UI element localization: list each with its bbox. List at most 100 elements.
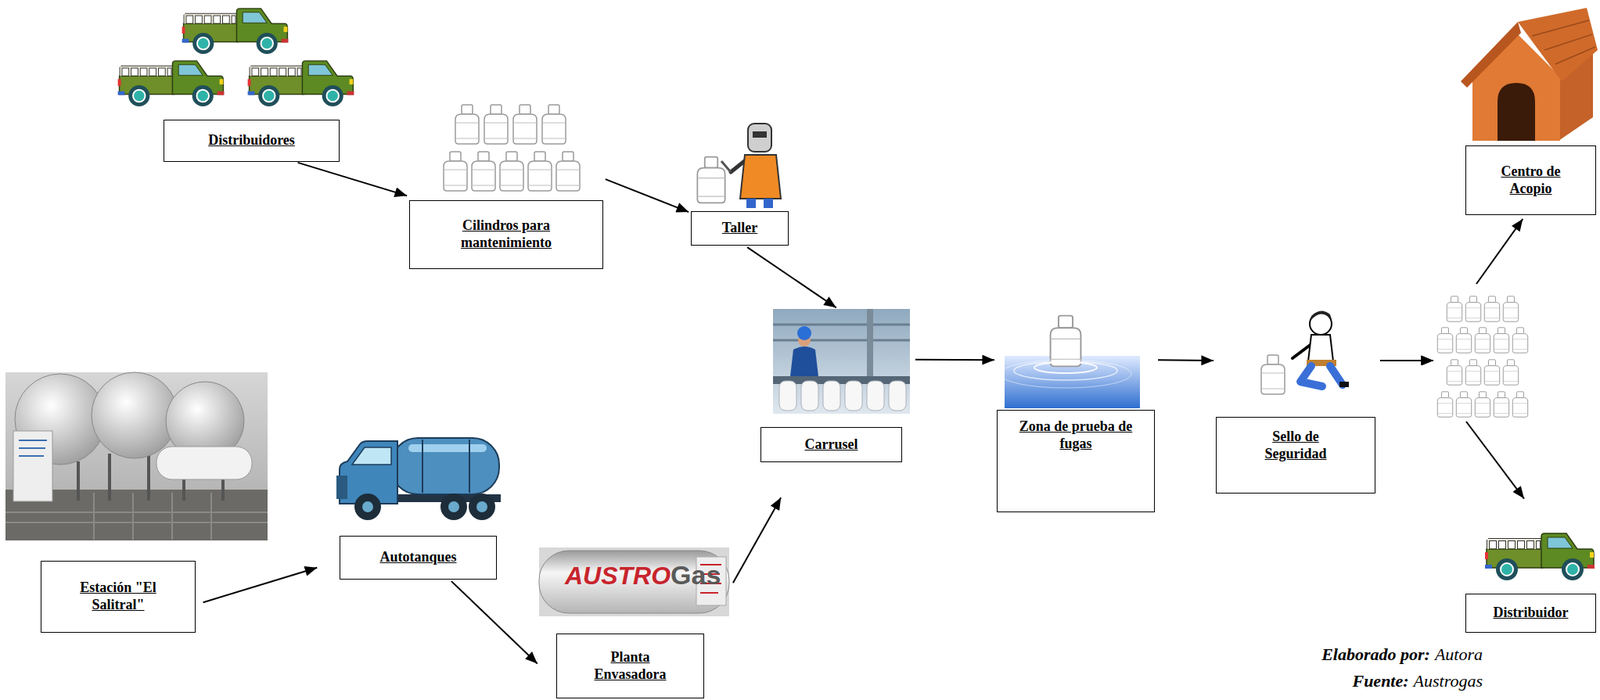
tanker-truck: [476, 501, 488, 513]
node-label: Zona de prueba de fugas: [1013, 418, 1139, 453]
node-label: Estación "El Salitral": [59, 579, 177, 614]
doghouse: [1497, 82, 1536, 141]
flow-arrow: [747, 247, 837, 308]
carousel-photo: [773, 324, 910, 341]
carousel-photo: [773, 309, 910, 414]
carousel-photo: [797, 326, 812, 341]
cylinder-stack: [1437, 327, 1453, 353]
flow-arrow: [298, 162, 407, 196]
seal-worker: [1339, 381, 1349, 388]
tanker-truck: [336, 438, 501, 521]
label-row: Fuente:Austrogas: [1351, 671, 1483, 692]
cylinder-group: [513, 104, 537, 144]
credit-text: Autora: [1434, 644, 1483, 666]
node-label: Planta Envasadora: [583, 649, 678, 684]
cylinder-stack: [1474, 327, 1490, 353]
cylinder-stack: [1456, 327, 1471, 353]
seal-worker: [1308, 334, 1334, 362]
node-label: Taller: [722, 219, 758, 238]
flow-arrow: [915, 359, 995, 362]
flow-arrow: [203, 568, 318, 604]
cylinder-group: [542, 104, 566, 144]
doghouse: [1531, 20, 1596, 65]
gas-station-photo: [5, 372, 268, 541]
process-box: Autotanques: [339, 535, 497, 580]
flow-arrow: [1466, 421, 1525, 500]
flow-arrow: [747, 247, 837, 308]
process-box: Carrusel: [760, 309, 910, 463]
tanker-truck: [391, 438, 500, 495]
flow-arrow: [915, 359, 995, 361]
bottling-tank-photo: [539, 547, 730, 617]
flow-arrow: [605, 179, 689, 213]
welder-figure: [697, 157, 725, 204]
tanker-truck: [440, 493, 468, 521]
cylinder-stack: [1456, 391, 1471, 418]
node-label: Autotanques: [379, 549, 457, 567]
cylinder-stack: [1512, 327, 1528, 353]
tanker-truck: [352, 447, 392, 465]
label-row: AUSTROGas: [564, 560, 721, 591]
cylinder-group: [499, 151, 524, 191]
process-box: Zona de prueba de fugas: [996, 314, 1155, 513]
credit-text: Elaborado por:: [1321, 644, 1431, 666]
doghouse: [1460, 7, 1598, 141]
cylinder-stack: [1437, 391, 1453, 418]
tanker-truck: [354, 493, 382, 521]
carousel-photo: [844, 381, 863, 411]
flow-arrow: [1380, 359, 1434, 362]
label-row: Elaborado por:Autora: [1321, 644, 1483, 666]
credit-text: Austrogas: [1413, 671, 1483, 692]
cylinder-stack: [1484, 359, 1500, 385]
flow-arrow: [1380, 219, 1523, 361]
welder-figure: [721, 161, 731, 173]
box-outline: Sello de Seguridad: [1215, 417, 1376, 494]
welder-figure: [763, 198, 774, 209]
process-box: Distribuidor: [1465, 500, 1597, 633]
gas-station-photo: [5, 372, 268, 541]
flow-arrow: [1157, 359, 1214, 362]
box-outline: Carrusel: [760, 427, 903, 463]
cylinder-group: [484, 104, 508, 144]
bottling-tank-photo: [539, 547, 730, 617]
welder-figure: [697, 123, 781, 209]
bottling-tank-photo: [539, 550, 730, 614]
gas-station-photo: [13, 431, 53, 502]
node-label: Centro de Acopio: [1488, 163, 1575, 198]
process-box: Cilindros para mantenimiento: [409, 104, 604, 270]
cylinder-stack: [1465, 359, 1481, 385]
leak-test-water: [1034, 362, 1097, 374]
node-label: Carrusel: [805, 436, 859, 454]
pickup-trucks: [118, 8, 355, 107]
flow-arrow: [203, 568, 318, 604]
carousel-photo: [866, 309, 874, 380]
leak-test-water: [999, 316, 1140, 409]
flow-arrow: [1380, 359, 1434, 362]
brand-text: Gas: [670, 560, 721, 591]
seal-worker: [1300, 366, 1323, 387]
flow-arrow: [1157, 359, 1214, 362]
pickup-trucks: [118, 61, 225, 107]
flow-arrow: [1476, 219, 1523, 285]
carousel-photo: [801, 381, 819, 411]
tanker-truck: [336, 475, 348, 500]
node-label: Distribuidor: [1492, 604, 1568, 623]
leak-test-water: [999, 359, 1132, 389]
welder-figure: [747, 123, 772, 152]
welder-figure: [721, 123, 781, 209]
gas-station-photo: [93, 492, 212, 540]
box-outline: Cilindros para mantenimiento: [409, 200, 604, 270]
cylinder-stack: [1502, 359, 1518, 385]
cylinder-stack: [1465, 296, 1481, 322]
box-outline: Zona de prueba de fugas: [996, 409, 1155, 513]
seal-worker: [1261, 355, 1285, 395]
cylinder-stack: [1484, 296, 1500, 322]
carousel-photo: [888, 381, 907, 411]
tanker-truck: [362, 501, 374, 513]
doghouse: [1517, 7, 1598, 82]
cylinder-stack: [1502, 296, 1518, 322]
cylinder-group: [528, 151, 552, 191]
